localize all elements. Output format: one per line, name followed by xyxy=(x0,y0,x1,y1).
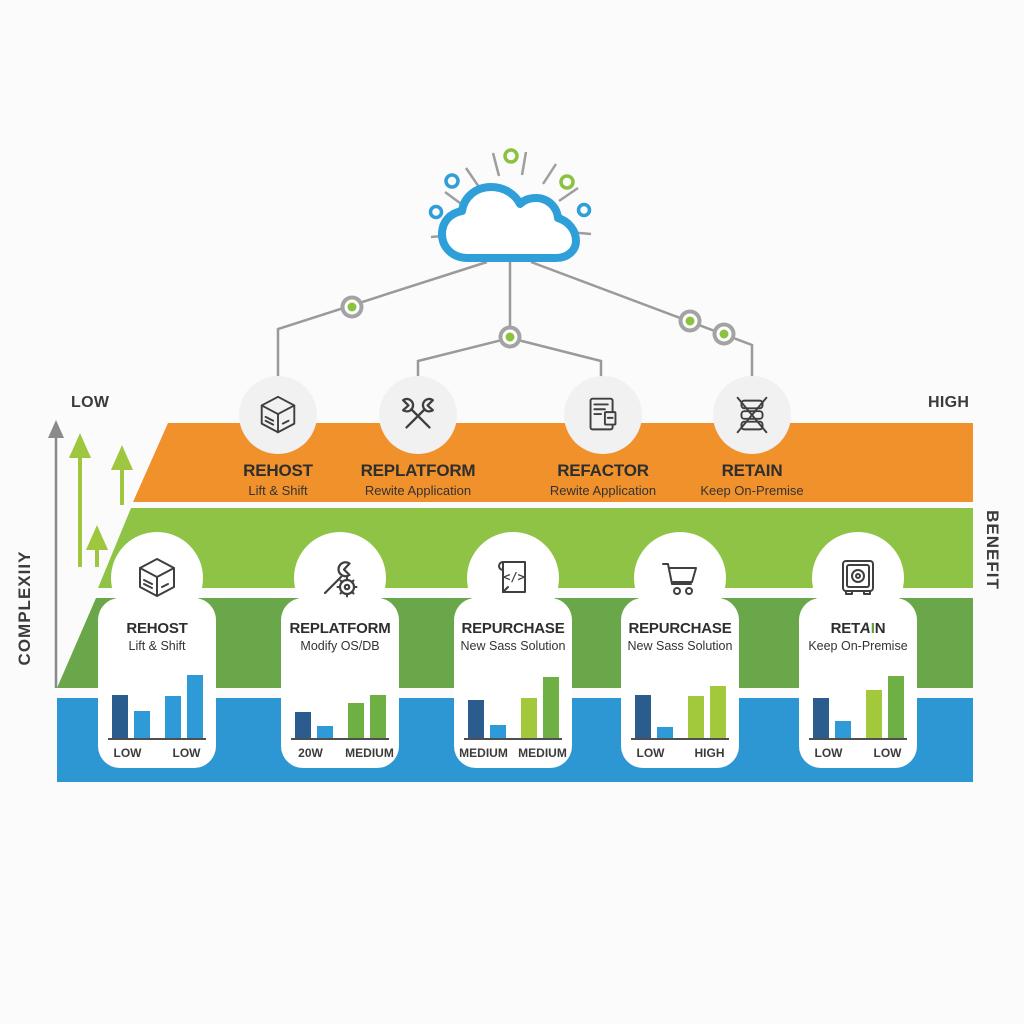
bar-labels: LOW HIGH xyxy=(621,746,739,760)
mini-bar xyxy=(887,676,904,738)
strategy-subtitle: Rewite Application xyxy=(364,483,472,498)
strategy-title: REHOST xyxy=(243,461,313,480)
axis-arrowhead-icon xyxy=(48,420,64,438)
connector-node-icons xyxy=(340,295,736,349)
strategy-circle xyxy=(239,376,317,454)
card-subtitle: New Sass Solution xyxy=(627,639,733,653)
mini-bar xyxy=(316,726,333,738)
bar-label-left: LOW xyxy=(636,746,665,760)
mini-bar xyxy=(294,712,311,738)
benefit-high-label: HIGH xyxy=(928,394,970,411)
card-rehost: REHOST Lift & Shift LOW LOW xyxy=(98,532,216,768)
connector-lines xyxy=(276,260,754,380)
mini-bar-chart xyxy=(464,668,562,740)
mini-bar xyxy=(467,700,484,738)
mini-bar-chart xyxy=(631,668,729,740)
card-title: REPURCHASE xyxy=(628,620,732,637)
mini-bar xyxy=(133,711,150,738)
strategy-refactor: REFACTOR Rewite Application xyxy=(513,376,693,498)
mini-bar xyxy=(542,677,559,738)
bar-label-left: MEDIUM xyxy=(459,746,508,760)
bar-label-right: LOW xyxy=(873,746,902,760)
bar-label-right: MEDIUM xyxy=(345,746,394,760)
mini-bar xyxy=(812,698,829,738)
mini-bar xyxy=(634,695,651,738)
card-repurchase-2: REPURCHASE New Sass Solution LOW HIGH xyxy=(621,532,739,768)
mini-bar xyxy=(709,686,726,738)
bar-labels: LOW LOW xyxy=(98,746,216,760)
wrench-gear-icon xyxy=(323,561,358,598)
card-title: REPLATFORM xyxy=(289,620,391,637)
document-icon xyxy=(589,397,617,431)
card-subtitle: Modify OS/DB xyxy=(300,639,380,653)
crossed-tools-icon xyxy=(401,397,435,429)
cloud-icon xyxy=(438,183,580,262)
strategy-title: RETAIN xyxy=(721,461,783,480)
card-subtitle: New Sass Solution xyxy=(460,639,566,653)
strategy-title: REPLATFORM xyxy=(360,461,476,480)
card-title: REHOST xyxy=(126,620,188,637)
mini-bar xyxy=(520,698,537,738)
mini-bar xyxy=(369,695,386,738)
complexity-axis-label: COMPLEXIIY xyxy=(15,550,34,666)
benefit-axis-label: BENEFIT xyxy=(983,510,1002,590)
strategy-circle xyxy=(564,376,642,454)
mini-bar xyxy=(489,725,506,738)
mini-bar xyxy=(865,690,882,738)
card-subtitle: Lift & Shift xyxy=(128,639,186,653)
strategy-subtitle: Rewite Application xyxy=(549,483,657,498)
card-replatform: REPLATFORM Modify OS/DB 20W MEDIUM xyxy=(281,532,399,768)
mini-bar xyxy=(834,721,851,738)
mini-bar-chart xyxy=(291,668,389,740)
code-icon: </> xyxy=(498,561,526,593)
strategy-retain: RETAIN Keep On-Premise xyxy=(662,376,842,498)
mini-bar xyxy=(111,695,128,738)
bar-label-left: 20W xyxy=(298,746,323,760)
mini-bar-chart xyxy=(809,668,907,740)
cart-icon xyxy=(662,563,697,595)
crossed-stack-icon xyxy=(736,396,768,434)
mini-bar xyxy=(656,727,673,738)
bar-label-left: LOW xyxy=(814,746,843,760)
strategy-rehost: REHOST Lift & Shift xyxy=(188,376,368,498)
mini-bar xyxy=(687,696,704,738)
strategy-subtitle: Lift & Shift xyxy=(248,483,308,498)
safe-icon xyxy=(842,560,874,595)
bar-label-left: LOW xyxy=(113,746,142,760)
strategy-circle xyxy=(713,376,791,454)
box-icon xyxy=(260,395,296,434)
svg-text:</>: </> xyxy=(503,570,525,584)
card-retain: RETAIN Keep On-Premise LOW LOW xyxy=(799,532,917,768)
strategy-circle xyxy=(379,376,457,454)
cloud-rays xyxy=(430,151,592,239)
card-repurchase-1: </> REPURCHASE New Sass Solution MEDIUM … xyxy=(454,532,572,768)
card-title: RETAIN xyxy=(830,620,886,637)
cloud-dots xyxy=(428,148,592,220)
bar-label-right: MEDIUM xyxy=(518,746,567,760)
bar-labels: MEDIUM MEDIUM xyxy=(454,746,572,760)
strategy-subtitle: Keep On-Premise xyxy=(700,483,804,498)
card-title: REPURCHASE xyxy=(461,620,565,637)
mini-bar xyxy=(186,675,203,738)
bar-label-right: HIGH xyxy=(694,746,725,760)
bar-label-right: LOW xyxy=(172,746,201,760)
complexity-low-label: LOW xyxy=(71,394,110,411)
bar-labels: 20W MEDIUM xyxy=(281,746,399,760)
strategy-replatform: REPLATFORM Rewite Application xyxy=(328,376,508,498)
strategy-title: REFACTOR xyxy=(557,461,649,480)
green-up-arrows xyxy=(68,433,134,567)
bar-labels: LOW LOW xyxy=(799,746,917,760)
mini-bar-chart xyxy=(108,668,206,740)
card-subtitle: Keep On-Premise xyxy=(808,639,908,653)
box-icon xyxy=(139,558,175,597)
mini-bar xyxy=(164,696,181,738)
mini-bar xyxy=(347,703,364,738)
